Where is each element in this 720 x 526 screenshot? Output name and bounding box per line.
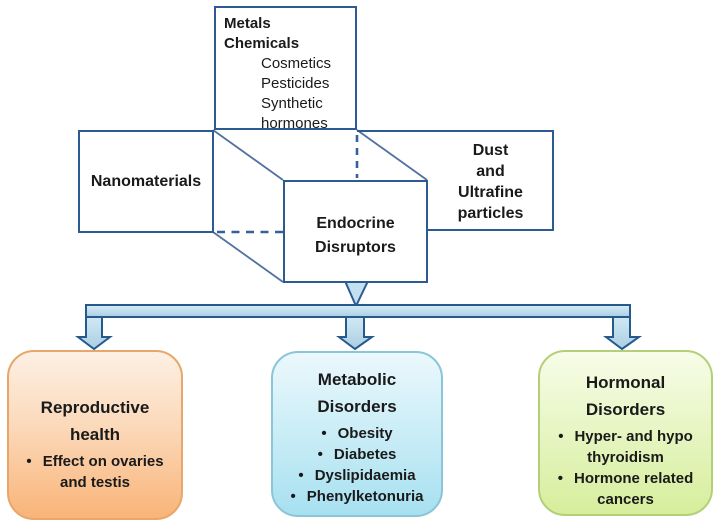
bullet-phenylketonuria: • Phenylketonuria — [273, 486, 441, 507]
cube-edge-top-right-diagonal — [356, 129, 428, 181]
outcome-title-line: Disorders — [317, 397, 397, 416]
bullet-dot: • — [298, 467, 304, 484]
bullet-dot: • — [321, 425, 327, 442]
bullet-text: Diabetes — [333, 446, 397, 463]
outcome-bullet-list: • Effect on ovaries and testis — [9, 451, 181, 493]
source-label-chemicals: Chemicals — [224, 35, 300, 52]
distribution-bar — [85, 304, 631, 318]
bullet-dyslipidaemia: • Dyslipidaemia — [273, 465, 441, 486]
cube-edge-bottom-left-diagonal — [212, 231, 284, 283]
dust-line-1: Dust — [472, 142, 509, 159]
bullet-text: Hyper- and hypo thyroidism — [574, 428, 693, 466]
dust-line-3: Ultrafine — [458, 184, 523, 201]
center-to-bar-arrowhead-icon — [343, 280, 370, 309]
bullet-thyroidism: • Hyper- and hypo thyroidism — [540, 426, 711, 468]
outcome-title-line: Disorders — [585, 400, 666, 419]
source-label-metals: Metals — [224, 15, 271, 32]
bullet-dot: • — [317, 446, 323, 463]
outcome-bullet-list: • Hyper- and hypo thyroidism • Hormone rel… — [540, 426, 711, 510]
center-label-line-1: Endocrine — [316, 214, 395, 232]
dust-line-4: particles — [457, 205, 524, 222]
outcome-bullet-list: •Obesity •Diabetes •Dyslipidaemia •Pheny… — [273, 423, 441, 507]
bullet-text: Dyslipidaemia — [314, 467, 416, 484]
outcome-title-line: health — [69, 425, 121, 444]
bullet-obesity: • Obesity — [273, 423, 441, 444]
bullet-text: Obesity — [337, 425, 393, 442]
outcome-title-line: Hormonal — [585, 373, 666, 392]
source-label-nanomaterials: Nanomaterials — [90, 172, 202, 190]
sources-box-dust: Dust and Ultrafine particles — [357, 130, 554, 231]
bullet-effect-ovaries-testis: • Effect on ovaries and testis — [9, 451, 181, 493]
bullet-text: Phenylketonuria — [306, 488, 424, 505]
cube-edge-top-left-diagonal — [212, 129, 284, 181]
source-item-cosmetics: Cosmetics — [261, 55, 332, 72]
dust-line-2: and — [476, 163, 505, 180]
outcome-box-reproductive-health: Reproductive health • Effect on ovaries a… — [7, 350, 183, 520]
outcome-title-line: Metabolic — [317, 370, 397, 389]
bullet-dot: • — [26, 453, 32, 470]
bullet-dot: • — [558, 428, 564, 445]
bullet-dot: • — [557, 470, 564, 487]
source-item-pesticides: Pesticides — [261, 75, 330, 92]
outcome-title-line: Reproductive — [40, 398, 150, 417]
sources-box-nanomaterials: Nanomaterials — [78, 130, 214, 233]
bullet-diabetes: • Diabetes — [273, 444, 441, 465]
bullet-dot: • — [290, 488, 296, 505]
bullet-text: Effect on ovaries and testis — [42, 453, 164, 491]
bullet-hormone-cancers: • Hormone related cancers — [540, 468, 711, 510]
outcome-box-metabolic-disorders: Metabolic Disorders • Obesity • Diabetes •… — [271, 351, 443, 517]
source-item-hormones: hormones — [261, 115, 328, 132]
center-box-endocrine-disruptors: Endocrine Disruptors — [283, 180, 428, 283]
source-item-synthetic: Synthetic — [261, 95, 323, 112]
bullet-text: Hormone related cancers — [574, 470, 694, 508]
outcome-box-hormonal-disorders: Hormonal Disorders • Hyper- and hypo thyr… — [538, 350, 713, 516]
center-label-line-2: Disruptors — [315, 238, 396, 256]
sources-box-chemicals: Metals Chemicals Cosmetics Pesticides Sy… — [214, 6, 357, 132]
